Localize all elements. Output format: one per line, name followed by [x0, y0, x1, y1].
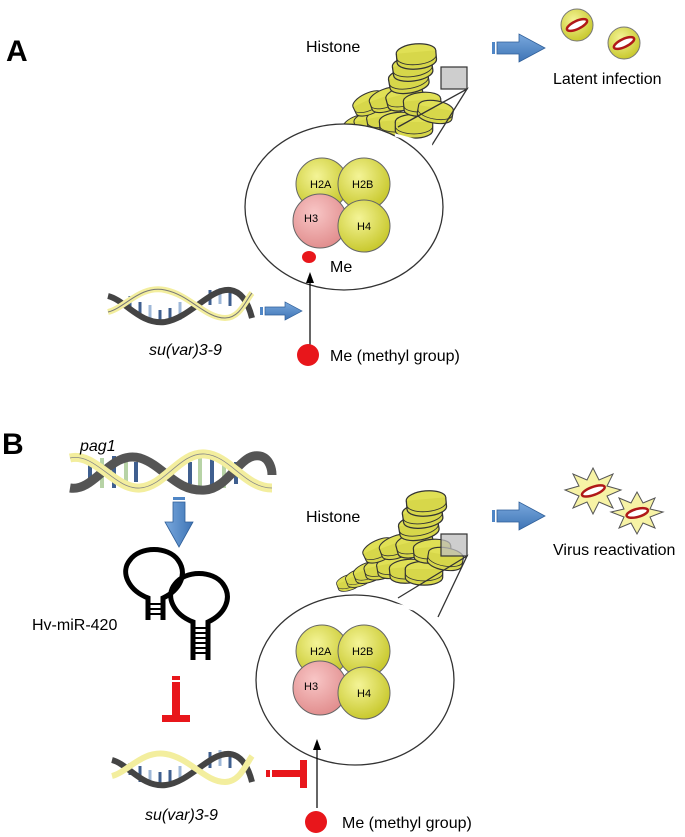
down-arrow-icon	[164, 497, 194, 548]
gene-label: su(var)3-9	[145, 807, 218, 824]
subunit-h2a: H2A	[310, 646, 332, 658]
hairpin-rna-icon	[123, 547, 230, 660]
burst-virus-icon	[609, 490, 665, 536]
outcome-label: Virus reactivation	[553, 542, 675, 559]
zoom-box	[440, 66, 468, 90]
outcome-label: Latent infection	[553, 71, 662, 88]
dna-helix-icon	[110, 750, 255, 789]
panel-a-letter: A	[6, 35, 28, 68]
gene-label: su(var)3-9	[149, 342, 222, 359]
arrow-to-outcome-icon	[492, 33, 546, 63]
up-arrow-icon	[306, 272, 314, 345]
arrow-gene-to-methyl-icon	[260, 301, 303, 321]
gene-top-label: pag1	[79, 438, 116, 455]
virus-icon	[606, 25, 642, 61]
inhibit-icon	[266, 760, 307, 788]
dna-helix-icon	[107, 286, 255, 326]
dna-helix-icon	[68, 449, 277, 495]
me-label: Me	[330, 259, 352, 276]
nucleosome: H2A H2B H3 H4	[292, 157, 391, 253]
subunit-h2a: H2A	[310, 179, 332, 191]
methyl-dot	[302, 251, 316, 263]
up-arrow-icon	[313, 739, 321, 808]
mirna-label: Hv-miR-420	[32, 617, 117, 634]
subunit-h3: H3	[304, 213, 318, 225]
burst-virus-icon	[563, 466, 623, 516]
panel-b: B pag1	[2, 428, 675, 833]
subunit-h4: H4	[357, 688, 371, 700]
histone-label: Histone	[306, 39, 360, 56]
nucleosome: H2A H2B H3 H4	[292, 624, 391, 720]
panel-a: A Histone Latent infection H2A	[6, 7, 662, 366]
histone-label: Histone	[306, 509, 360, 526]
virus-icon	[559, 7, 595, 43]
methyl-dot	[297, 344, 319, 366]
subunit-h2b: H2B	[352, 646, 373, 658]
subunit-h4: H4	[357, 221, 371, 233]
arrow-to-outcome-icon	[492, 501, 546, 531]
methyl-label: Me (methyl group)	[342, 815, 472, 832]
inhibit-icon	[162, 676, 190, 722]
methyl-dot	[305, 811, 327, 833]
panel-b-letter: B	[2, 428, 24, 461]
zoom-box	[440, 533, 468, 557]
zoom-bubble	[244, 87, 469, 291]
subunit-h2b: H2B	[352, 179, 373, 191]
subunit-h3: H3	[304, 681, 318, 693]
methyl-label: Me (methyl group)	[330, 348, 460, 365]
